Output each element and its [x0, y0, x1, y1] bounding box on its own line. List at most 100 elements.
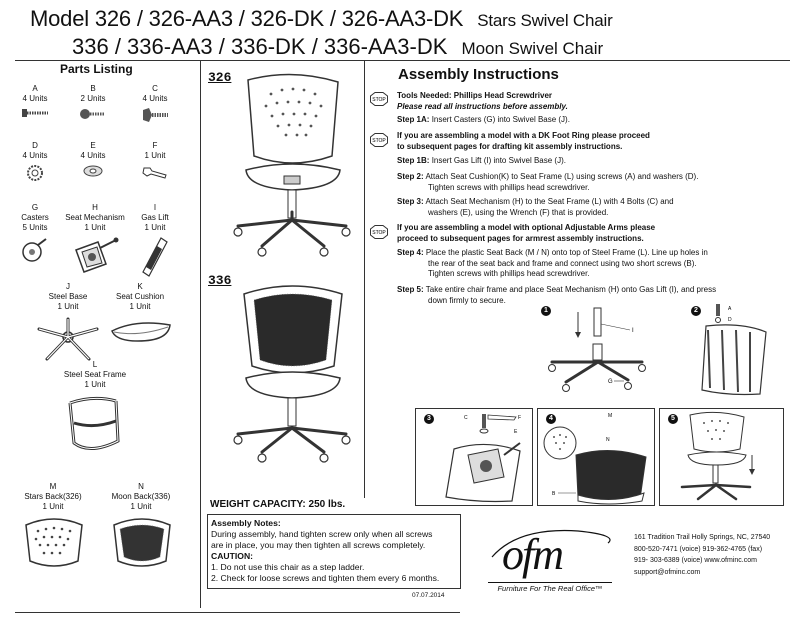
step-text: Attach Seat Mechanism (H) to the Seat Fr… — [425, 197, 674, 206]
parts-divider — [200, 60, 201, 608]
part-e: E 4 Units — [61, 141, 125, 178]
moon-chair-illustration — [233, 285, 351, 463]
gas-lift-icon — [142, 237, 168, 277]
part-g: G Casters 5 Units — [3, 203, 67, 264]
arms-note-line2: proceed to subsequent pages for armrest … — [397, 233, 644, 243]
part-h: H Seat Mechanism 1 Unit — [63, 203, 127, 280]
logo-text: ofm — [502, 530, 562, 579]
step-1a: Step 1A: Insert Casters (G) into Swivel … — [397, 115, 782, 126]
bolt-icon — [143, 108, 168, 122]
step-1b: Step 1B: Insert Gas Lift (I) into Swivel… — [397, 156, 782, 167]
diagram-step-4: M N B — [543, 413, 647, 505]
dk-note-line1: If you are assembling a model with a DK … — [397, 131, 650, 140]
label-I: I — [632, 328, 634, 334]
assembly-heading: Assembly Instructions — [398, 66, 559, 83]
part-name: Steel Base — [48, 292, 88, 301]
part-name: Seat Mechanism — [65, 213, 125, 222]
part-qty: 1 Unit — [84, 380, 106, 389]
part-j: J Steel Base 1 Unit — [36, 282, 100, 363]
part-name: Gas Lift — [141, 213, 169, 222]
part-letter: J — [66, 282, 70, 291]
wrench-icon — [142, 167, 167, 179]
step-label: Step 4: — [397, 248, 424, 257]
step-text: Place the plastic Seat Back (M / N) onto… — [425, 248, 708, 257]
label-C: C — [464, 415, 468, 421]
stop-sign-icon: STOP — [370, 133, 388, 147]
steel-base-icon — [37, 317, 99, 361]
step-text: Insert Gas Lift (I) into Swivel Base (J)… — [431, 156, 566, 165]
part-qty: 5 Units — [22, 223, 48, 232]
part-name: Stars Back(326) — [24, 492, 82, 501]
stop-sign-text: STOP — [372, 138, 386, 144]
stars-back-icon — [25, 518, 83, 567]
step-text-cont: down firmly to secure. — [428, 295, 506, 305]
part-a: A 4 Units — [3, 84, 67, 119]
tools-text: Tools Needed: Phillips Head Screwdriver — [397, 91, 553, 100]
part-letter: K — [137, 282, 143, 291]
caster-icon — [22, 238, 47, 262]
model-numbers-moon: 336 / 336-AA3 / 336-DK / 336-AA3-DK — [72, 34, 448, 59]
step-text-cont: washers (E), using the Wrench (F) that i… — [428, 207, 609, 217]
stop-sign-text: STOP — [372, 97, 386, 103]
step-text: Insert Casters (G) into Swivel Base (J). — [431, 115, 570, 124]
step-label: Step 5: — [397, 285, 424, 294]
part-letter: G — [31, 203, 39, 212]
logo-tagline: Furniture For The Real Office™ — [488, 582, 612, 593]
notes-heading: Assembly Notes: — [211, 518, 281, 528]
part-qty: 1 Unit — [129, 302, 151, 311]
lock-washer-icon — [27, 165, 43, 181]
document-date: 07.07.2014 — [412, 592, 445, 599]
diagram-number-4: 4 — [546, 414, 556, 424]
diagram-step-3: C F E — [445, 414, 521, 503]
diagram-number-3: 3 — [424, 414, 434, 424]
diagram-step-5 — [680, 411, 755, 501]
label-E: E — [514, 429, 518, 435]
part-qty: 1 Unit — [130, 502, 152, 511]
diagram-step-2: A D — [701, 304, 767, 396]
diagram-step-5-box: 5 — [659, 408, 784, 506]
caution-item-1: 1. Do not use this chair as a step ladde… — [211, 562, 365, 572]
step-3: Step 3: Attach Seat Mechanism (H) to the… — [397, 197, 782, 218]
model-title-moon: 336 / 336-AA3 / 336-DK / 336-AA3-DK Moon … — [72, 34, 603, 60]
label-M: M — [608, 413, 612, 419]
part-l: L Steel Seat Frame 1 Unit — [60, 360, 130, 459]
model-name-moon: Moon Swivel Chair — [461, 39, 604, 58]
part-b: B 2 Units — [61, 84, 125, 121]
part-letter: M — [49, 482, 57, 491]
read-all-text: Please read all instructions before asse… — [397, 101, 568, 111]
step-text: Attach Seat Cushion(K) to Seat Frame (L)… — [425, 172, 699, 181]
step-text-cont: Tighten screws with phillips head screwd… — [428, 182, 590, 192]
assembly-notes: Assembly Notes: During assembly, hand ti… — [207, 514, 461, 589]
model-title-stars: Model 326 / 326-AA3 / 326-DK / 326-AA3-D… — [30, 6, 613, 32]
step-text-cont: Tighten screws with phillips head screwd… — [428, 269, 590, 278]
contact-address: 161 Tradition Trail Holly Springs, NC, 2… — [634, 534, 771, 541]
screw-icon — [22, 109, 48, 117]
arms-note: If you are assembling a model with optio… — [397, 223, 782, 244]
part-letter: N — [138, 482, 144, 491]
contact-email[interactable]: support@ofminc.com — [634, 568, 701, 576]
stop-sign-icon: STOP — [370, 92, 388, 106]
part-name: Seat Cushion — [115, 292, 165, 301]
stop-sign-icon: STOP — [370, 225, 388, 239]
part-qty: 1 Unit — [144, 151, 166, 160]
notes-line1: During assembly, hand tighten screw only… — [211, 529, 433, 539]
part-qty: 2 Units — [80, 94, 106, 103]
short-screw-icon — [80, 109, 104, 119]
step-text: Take entire chair frame and place Seat M… — [425, 285, 717, 294]
diagram-number-5: 5 — [668, 414, 678, 424]
part-letter: F — [152, 141, 158, 150]
part-letter: A — [32, 84, 38, 93]
part-name: Moon Back(336) — [111, 492, 171, 501]
ofm-logo: ofm Furniture For The Real Office™ — [488, 517, 618, 597]
illustration-divider — [364, 60, 365, 498]
step-label: Step 1B: — [397, 156, 430, 165]
part-letter: I — [153, 203, 157, 212]
diagram-step-4-box: 4 M N B — [537, 408, 655, 506]
part-qty: 4 Units — [80, 151, 106, 160]
part-qty: 1 Unit — [42, 502, 64, 511]
weight-capacity: WEIGHT CAPACITY: 250 lbs. — [210, 499, 346, 510]
flat-washer-icon — [83, 165, 103, 177]
label-B: B — [552, 491, 556, 497]
dk-note-line2: to subsequent pages for drafting kit ass… — [397, 141, 623, 151]
